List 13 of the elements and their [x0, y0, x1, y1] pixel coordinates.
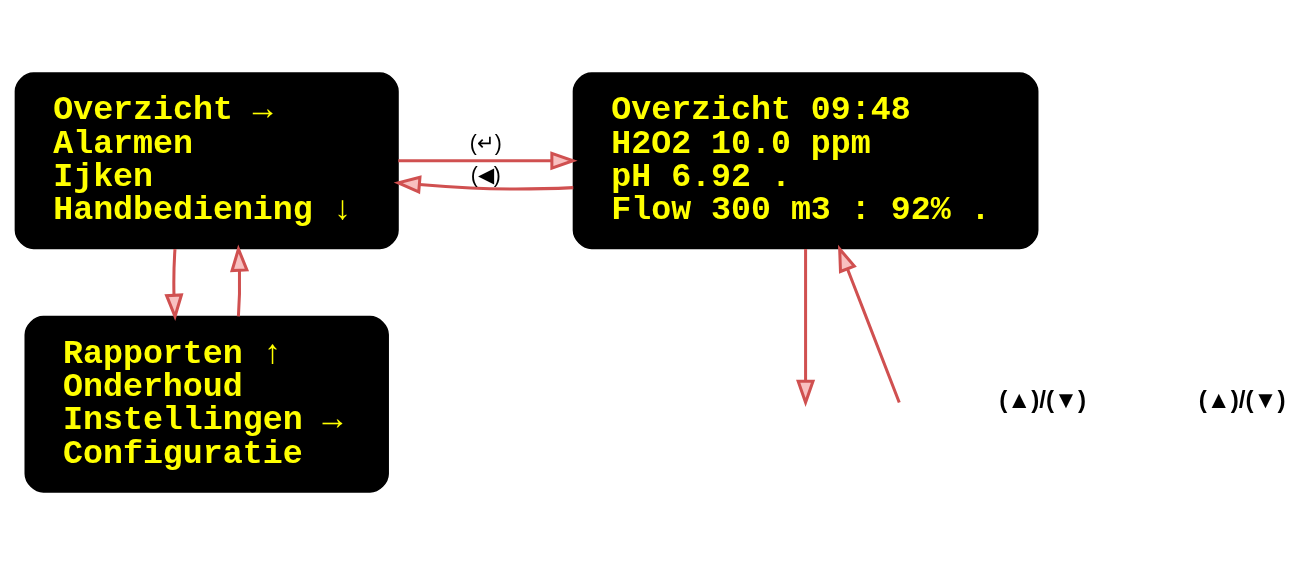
- arrow: [796, 248, 816, 407]
- label: (▲)/(▼): [999, 385, 1086, 413]
- arrow: [230, 244, 250, 317]
- node-box: Rapporten ↑ Onderhoud Instellingen → Configuratie: [24, 315, 389, 493]
- arrow: [164, 248, 184, 321]
- arrow: [393, 174, 574, 194]
- node-box: Overzicht 09:48 H2O2 10.0 ppm pH 6.92 . Flow 300 m3 : 92% .: [572, 71, 1039, 249]
- arrow: [398, 150, 578, 170]
- node-box: Overzicht → Alarmen Ijken Handbediening ↓: [14, 71, 399, 249]
- arrow: [838, 244, 901, 403]
- edge-label: (↵): [469, 130, 502, 154]
- edge-label: (◀): [470, 162, 501, 186]
- label: (▲)/(▼): [1198, 385, 1286, 413]
